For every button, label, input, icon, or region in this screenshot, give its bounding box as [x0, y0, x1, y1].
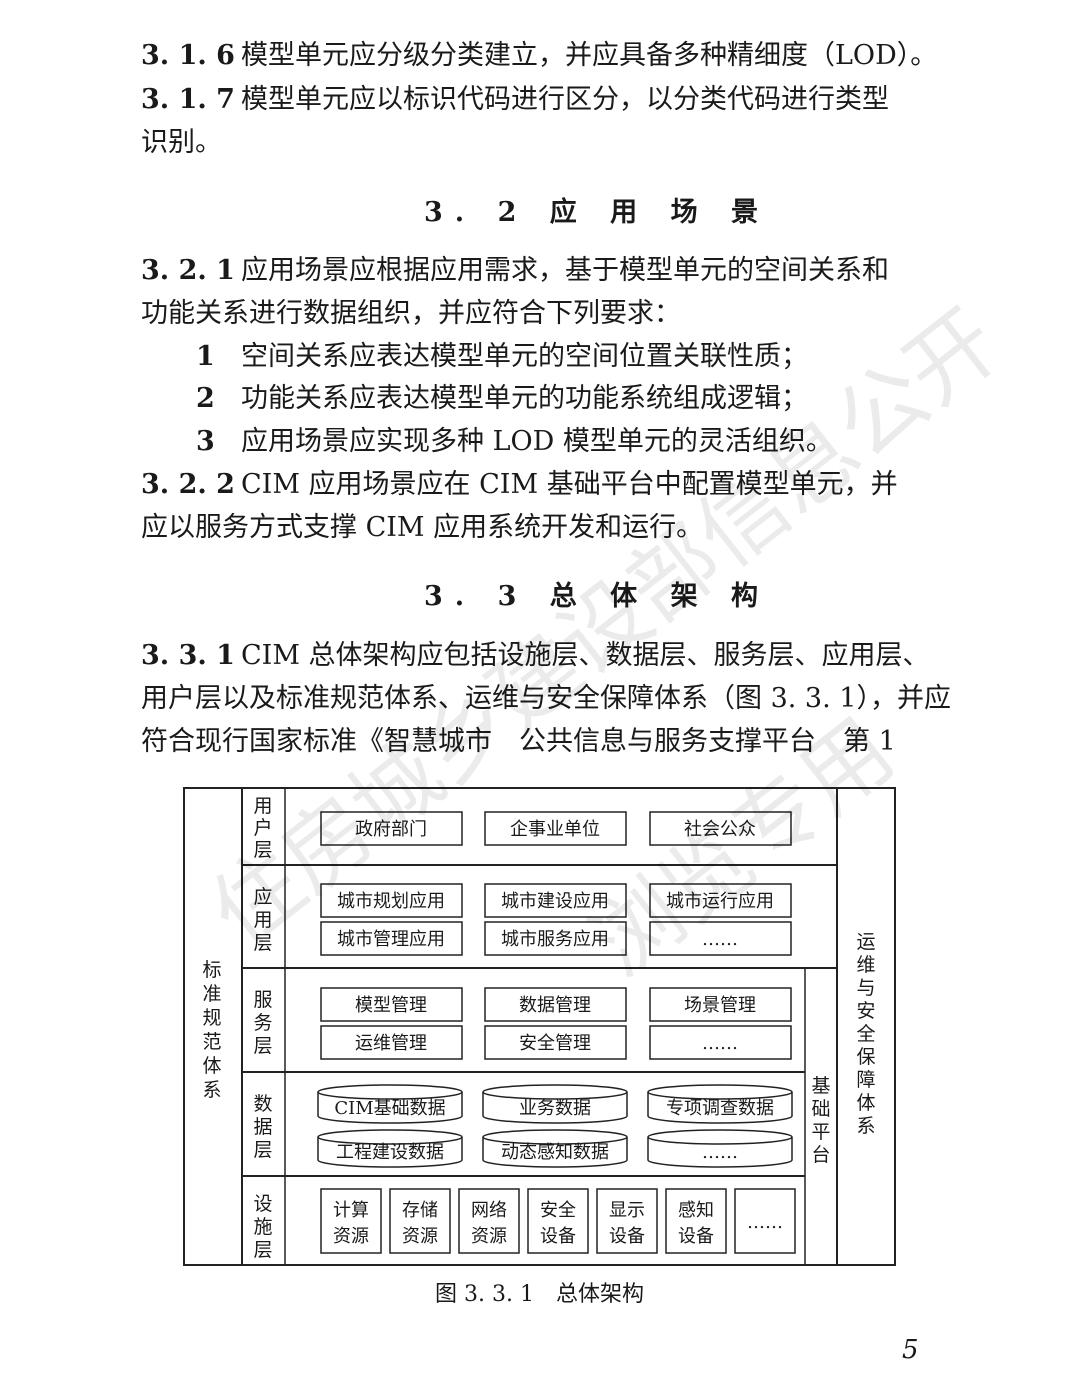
infra-more: …… — [747, 1212, 783, 1233]
infra-sensing-l2: 设备 — [678, 1226, 714, 1247]
section-heading-3-2: 3. 2 应 用 场 景 — [424, 197, 770, 228]
clause-number: 3. 2. 2 — [141, 469, 235, 500]
data-engineering: 工程建设数据 — [336, 1142, 444, 1163]
clause-text: CIM 应用场景应在 CIM 基础平台中配置模型单元，并 — [241, 469, 898, 500]
list-text: 功能关系应表达模型单元的功能系统组成逻辑； — [241, 383, 808, 414]
clause-number: 3. 1. 7 — [141, 84, 235, 115]
base-platform-label: 基础平台 — [811, 1075, 830, 1166]
user-layer-label: 用户层 — [253, 795, 272, 861]
infra-storage-l2: 资源 — [402, 1226, 438, 1247]
figure-caption: 图 3. 3. 1 总体架构 — [435, 1282, 644, 1307]
infra-storage-l1: 存储 — [402, 1200, 438, 1221]
infra-network-l1: 网络 — [471, 1200, 507, 1221]
clause-text-continued: 应以服务方式支撑 CIM 应用系统开发和运行。 — [141, 512, 704, 543]
clause-text: 模型单元应以标识代码进行区分，以分类代码进行类型 — [241, 84, 889, 115]
ops-security-system-label: 运维与安全保障体系 — [856, 931, 875, 1137]
list-item: 1 空间关系应表达模型单元的空间位置关联性质； — [196, 339, 808, 375]
clause-text-continued: 识别。 — [141, 127, 222, 158]
clause-number: 3. 1. 6 — [141, 40, 235, 71]
clause-number: 3. 2. 1 — [141, 255, 235, 286]
app-management: 城市管理应用 — [337, 929, 445, 950]
list-number: 3 — [196, 426, 215, 457]
user-enterprise: 企事业单位 — [510, 819, 600, 840]
service-layer-label: 服务层 — [253, 989, 272, 1057]
svc-data-mgmt: 数据管理 — [519, 995, 591, 1016]
clause-text-continued: 符合现行国家标准《智慧城市 公共信息与服务支撑平台 第 1 — [141, 726, 896, 757]
clause-text-continued: 功能关系进行数据组织，并应符合下列要求： — [141, 298, 681, 329]
list-number: 1 — [196, 341, 215, 372]
data-cim-base: CIM基础数据 — [334, 1098, 445, 1119]
data-sensing: 动态感知数据 — [501, 1142, 609, 1163]
list-item: 3 应用场景应实现多种 LOD 模型单元的灵活组织。 — [196, 424, 833, 460]
clause-text: 模型单元应分级分类建立，并应具备多种精细度（LOD）。 — [241, 40, 938, 71]
app-planning: 城市规划应用 — [337, 891, 445, 912]
data-survey: 专项调查数据 — [666, 1098, 774, 1119]
list-number: 2 — [196, 383, 215, 414]
list-text: 应用场景应实现多种 LOD 模型单元的灵活组织。 — [241, 426, 833, 457]
infra-security-l2: 设备 — [540, 1226, 576, 1247]
page-number: 5 — [902, 1335, 919, 1365]
svc-more: …… — [702, 1033, 738, 1054]
infra-layer-label: 设施层 — [253, 1193, 272, 1261]
standards-system-label: 标准规范体系 — [202, 959, 221, 1101]
data-cylinders — [317, 1084, 793, 1168]
infra-sensing-l1: 感知 — [678, 1200, 714, 1221]
app-more: …… — [702, 929, 738, 950]
infra-display-l1: 显示 — [609, 1200, 645, 1221]
infra-security-l1: 安全 — [540, 1200, 576, 1221]
infra-display-l2: 设备 — [609, 1226, 645, 1247]
list-text: 空间关系应表达模型单元的空间位置关联性质； — [241, 341, 808, 372]
app-construction: 城市建设应用 — [501, 891, 609, 912]
infra-compute-l2: 资源 — [333, 1226, 369, 1247]
user-gov-dept: 政府部门 — [355, 819, 427, 840]
data-business: 业务数据 — [519, 1098, 591, 1119]
svc-ops-mgmt: 运维管理 — [355, 1033, 427, 1054]
section-heading-3-3: 3. 3 总 体 架 构 — [424, 581, 770, 612]
svc-scene-mgmt: 场景管理 — [684, 995, 756, 1016]
app-operation: 城市运行应用 — [666, 891, 774, 912]
user-public: 社会公众 — [684, 819, 756, 840]
data-layer-label: 数据层 — [253, 1093, 272, 1161]
data-more: …… — [702, 1142, 738, 1163]
clause-text-continued: 用户层以及标准规范体系、运维与安全保障体系（图 3. 3. 1），并应 — [141, 683, 951, 714]
infra-compute-l1: 计算 — [333, 1200, 369, 1221]
diagram-frame — [183, 787, 896, 1266]
clause-number: 3. 3. 1 — [141, 640, 235, 671]
infra-network-l2: 资源 — [471, 1226, 507, 1247]
clause-text: CIM 总体架构应包括设施层、数据层、服务层、应用层、 — [241, 640, 930, 671]
app-layer-label: 应用层 — [253, 886, 272, 954]
svc-security-mgmt: 安全管理 — [519, 1033, 591, 1054]
clause-text: 应用场景应根据应用需求，基于模型单元的空间关系和 — [241, 255, 889, 286]
list-item: 2 功能关系应表达模型单元的功能系统组成逻辑； — [196, 381, 808, 417]
app-service: 城市服务应用 — [501, 929, 609, 950]
svc-model-mgmt: 模型管理 — [355, 995, 427, 1016]
